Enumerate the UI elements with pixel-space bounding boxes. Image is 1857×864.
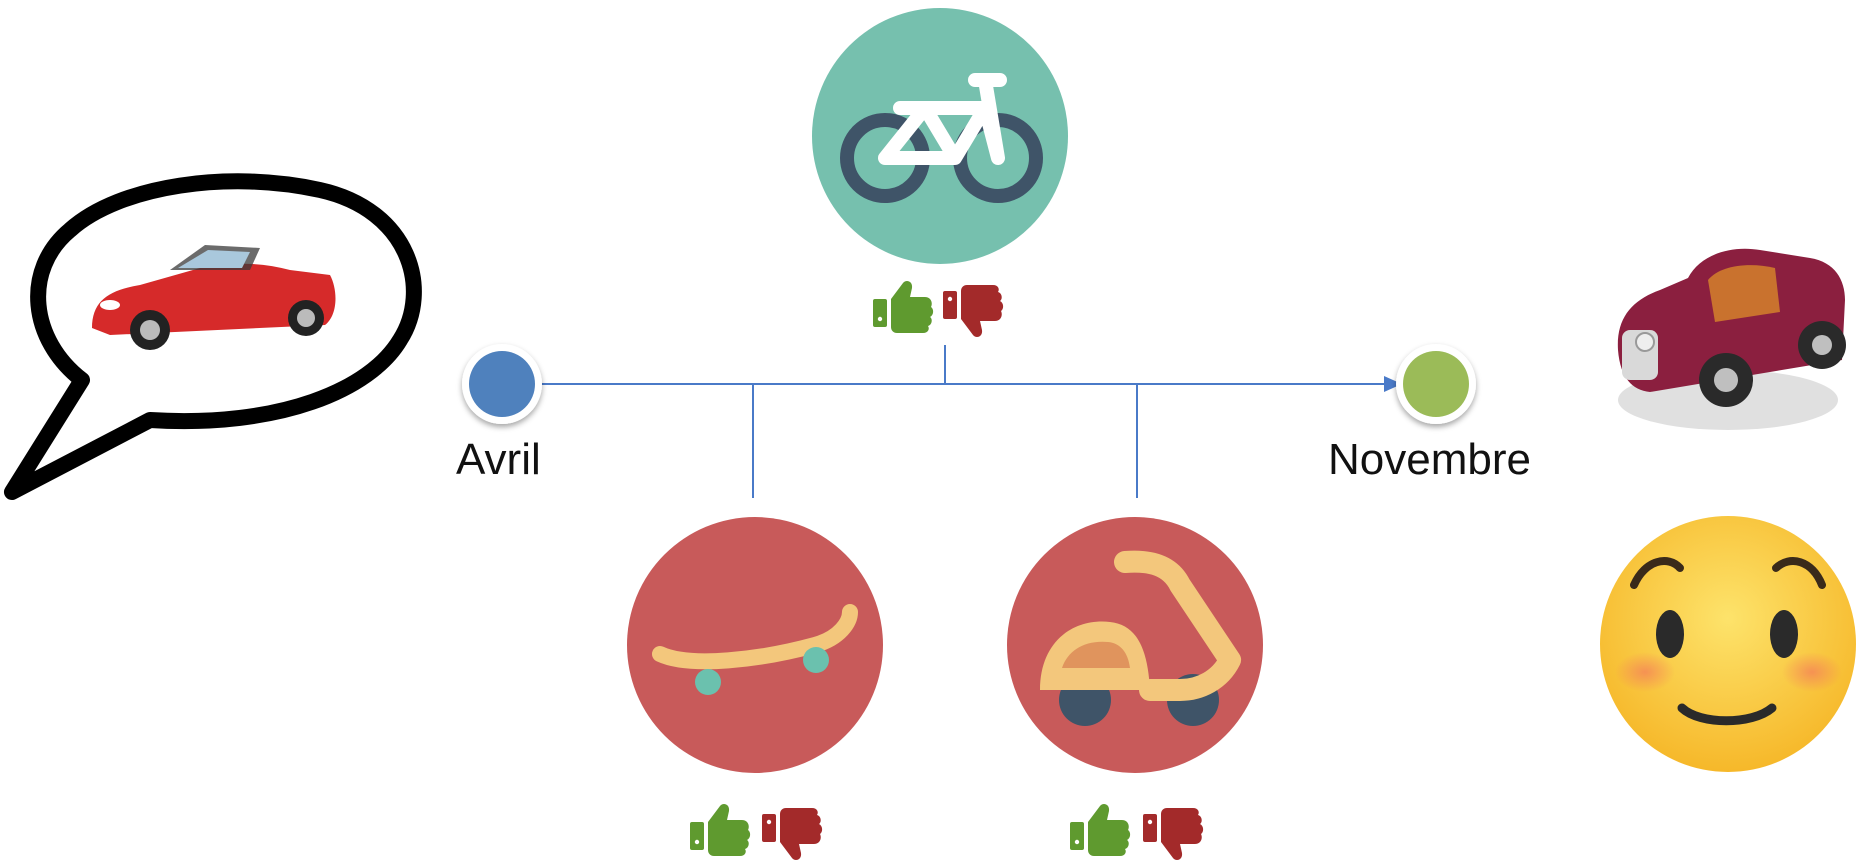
feedback-bicycle [873,280,1004,338]
end-marker [1396,344,1476,424]
bicycle-icon [840,73,1043,203]
thumbs-up-icon[interactable] [873,280,934,333]
option-skateboard [627,517,883,773]
feedback-skateboard [690,803,823,861]
option-bicycle [812,8,1068,264]
vintage-car-icon [1617,248,1846,430]
scooter-icon [1040,550,1241,726]
start-marker [462,344,542,424]
thumbs-up-icon[interactable] [1070,803,1131,856]
thumbs-down-icon[interactable] [762,808,823,861]
thought-bubble [4,173,422,500]
timeline-start-label: Avril [456,435,541,484]
skateboard-icon [652,604,858,695]
smiling-face-icon [1600,516,1856,772]
red-convertible-car-icon [92,245,336,350]
thumbs-down-icon[interactable] [943,285,1004,338]
speech-bubble-icon [4,173,422,500]
timeline-end-label: Novembre [1328,435,1531,484]
option-scooter [1007,517,1263,773]
thumbs-down-icon[interactable] [1143,808,1204,861]
feedback-scooter [1070,803,1204,861]
thumbs-up-icon[interactable] [690,803,751,856]
